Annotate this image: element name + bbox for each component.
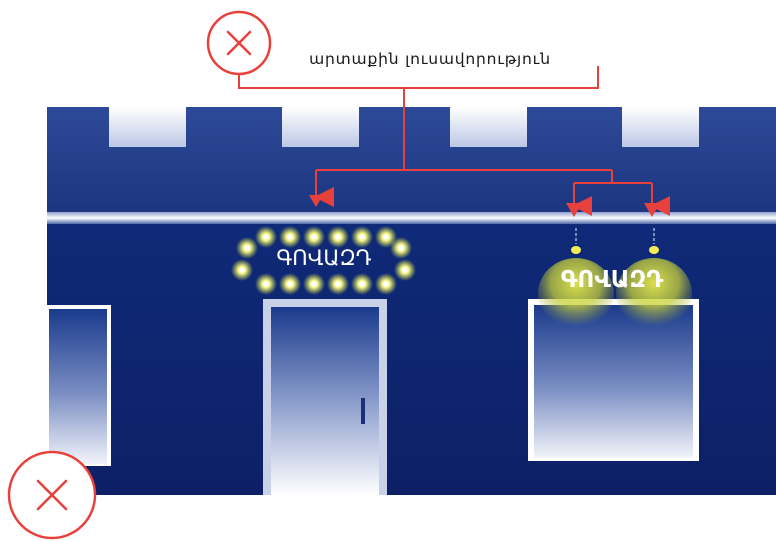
- spotlight-glow: [616, 258, 692, 330]
- callout-connectors: [238, 66, 670, 216]
- close-circle-icon: [206, 10, 272, 76]
- marquee-bulb: [359, 234, 365, 240]
- marquee-bulb: [244, 245, 250, 251]
- arrow-head: [309, 195, 323, 207]
- marquee-bulb: [311, 234, 317, 240]
- marquee-bulb: [287, 234, 293, 240]
- marquee-bulb: [287, 281, 293, 287]
- callout-label: արտաքին լուսավորություն: [309, 50, 551, 68]
- marquee-bulb: [402, 267, 408, 273]
- marquee-bulb: [383, 281, 389, 287]
- upper-window: [282, 107, 359, 147]
- arrow-head: [566, 203, 582, 217]
- left-window-glass: [49, 309, 107, 464]
- marquee-bulb: [383, 234, 389, 240]
- sign-text-right: ԳՈՎԱԶԴ: [561, 267, 664, 293]
- door-handle: [361, 398, 365, 424]
- close-circle-icon: [7, 450, 97, 540]
- shop-window-glass: [534, 305, 693, 458]
- upper-window: [622, 107, 699, 147]
- marquee-bulb: [335, 281, 341, 287]
- spotlight-glow: [538, 258, 614, 330]
- marquee-bulb: [263, 281, 269, 287]
- marquee-bulbs: [231, 226, 416, 295]
- marquee-bulb: [359, 281, 365, 287]
- upper-window: [450, 107, 527, 147]
- upper-window: [109, 107, 186, 147]
- facade-ledge: [47, 212, 776, 224]
- marquee-bulb: [239, 267, 245, 273]
- marquee-bulb: [335, 234, 341, 240]
- marquee-bulb: [263, 234, 269, 240]
- spotlight-bulb: [571, 246, 581, 254]
- sign-text-left: ԳՈՎԱԶԴ: [276, 246, 371, 270]
- arrow-head: [644, 203, 660, 217]
- marquee-bulb: [311, 281, 317, 287]
- marquee-bulb: [398, 245, 404, 251]
- spotlight-bulb: [649, 246, 659, 254]
